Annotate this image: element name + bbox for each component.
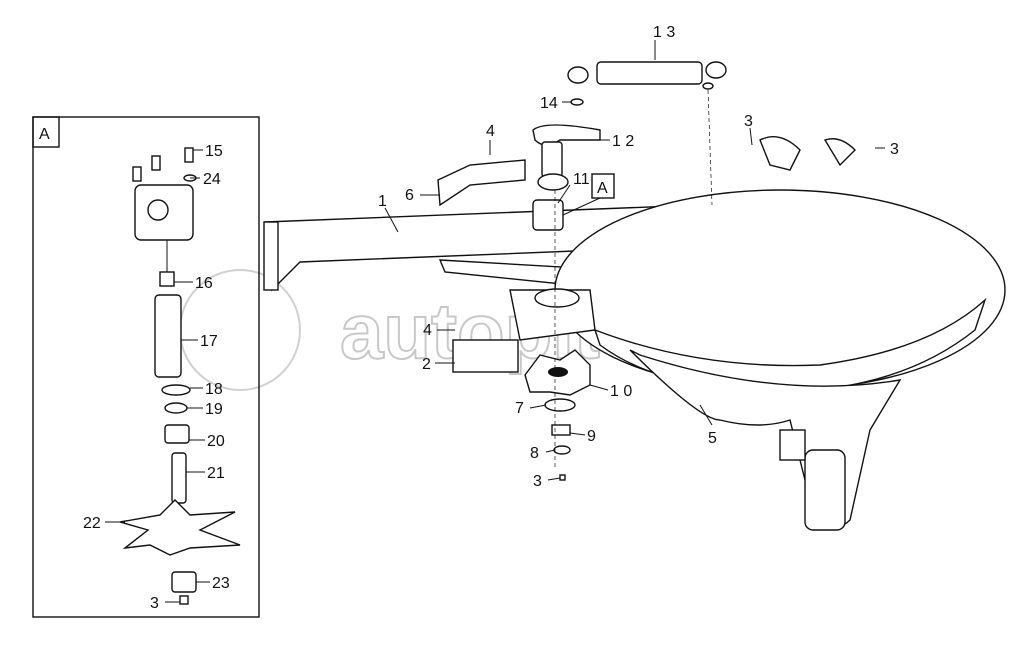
label-13: 1 3: [653, 24, 675, 41]
label-7: 7: [515, 400, 524, 417]
label-6: 6: [405, 187, 414, 204]
label-17: 17: [200, 333, 218, 350]
callout-a: A: [597, 180, 608, 197]
label-18: 18: [205, 381, 223, 398]
label-12: 1 2: [612, 133, 634, 150]
label-19: 19: [205, 401, 223, 418]
part-labels: 1 3 14 1 2 4 3 3 6 1 11 4 2 1 0 7 9 8 3 …: [83, 24, 899, 612]
label-14: 14: [540, 95, 558, 112]
label-4: 4: [486, 123, 495, 140]
label-23: 23: [212, 575, 230, 592]
label-22: 22: [83, 515, 101, 532]
label-10: 1 0: [610, 383, 632, 400]
label-1: 1: [378, 193, 387, 210]
label-3: 3: [890, 141, 899, 158]
label-9: 9: [587, 428, 596, 445]
main-assembly: A: [263, 40, 1006, 531]
label-15: 15: [205, 143, 223, 160]
label-21: 21: [207, 465, 225, 482]
label-3: 3: [150, 595, 159, 612]
label-8: 8: [530, 445, 539, 462]
inset-detail-a: A: [32, 116, 260, 618]
label-4: 4: [423, 322, 432, 339]
label-5: 5: [708, 430, 717, 447]
label-3: 3: [744, 113, 753, 130]
inset-title: A: [39, 126, 50, 143]
label-24: 24: [203, 171, 221, 188]
label-11: 11: [573, 171, 590, 188]
label-3: 3: [533, 473, 542, 490]
label-16: 16: [195, 275, 213, 292]
label-2: 2: [422, 356, 431, 373]
label-20: 20: [207, 433, 225, 450]
